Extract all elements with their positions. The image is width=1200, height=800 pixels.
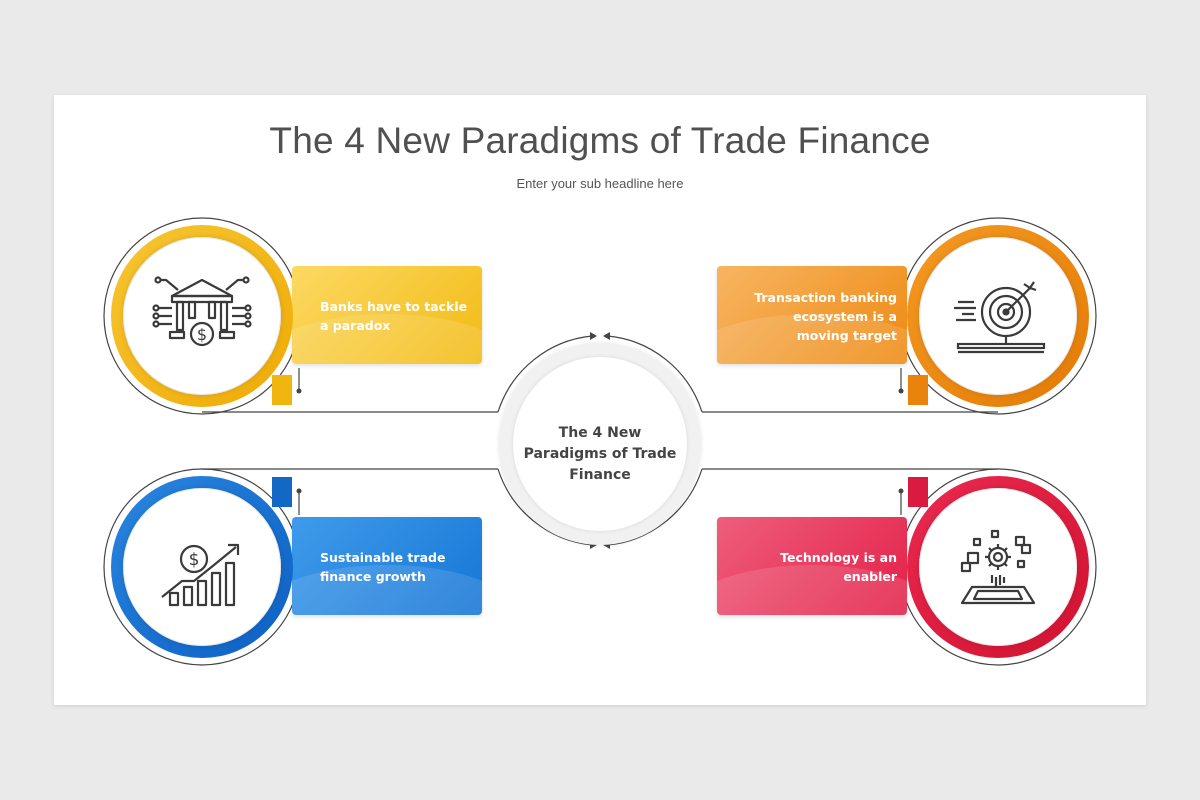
gear-technology-icon [960, 529, 1036, 605]
arc-top-right [607, 335, 703, 413]
paradigm-card-4: Technology is an enabler [717, 517, 907, 615]
paradigm-card-3: Sustainable trade finance growth [292, 517, 482, 615]
paradigm-text-4: Technology is an enabler [780, 550, 897, 584]
circle-inner-3: $ [123, 488, 281, 646]
paradigm-card-2: Transaction banking ecosystem is a movin… [717, 266, 907, 364]
page-title: The 4 New Paradigms of Trade Finance [269, 120, 931, 161]
center-hub: The 4 New Paradigms of Trade Finance [499, 343, 701, 545]
dot-1 [296, 388, 302, 394]
paradigm-circle-1: $ [111, 225, 293, 407]
growth-chart-dollar-icon: $ [161, 543, 240, 607]
svg-text:$: $ [197, 325, 207, 344]
bank-dollar-network-icon: $ [152, 276, 252, 347]
dot-4 [898, 488, 904, 494]
paradigm-circle-3: $ [111, 476, 293, 658]
corner-accent-2 [908, 375, 928, 405]
center-hub-inner: The 4 New Paradigms of Trade Finance [513, 357, 687, 531]
paradigm-text-2: Transaction banking ecosystem is a movin… [754, 290, 897, 343]
dot-3 [296, 488, 302, 494]
corner-accent-1 [272, 375, 292, 405]
paradigm-text-1: Banks have to tackle a paradox [320, 299, 468, 333]
paradigm-circle-4 [907, 476, 1089, 658]
svg-text:$: $ [189, 550, 200, 570]
circle-inner-2 [919, 237, 1077, 395]
paradigm-card-1: Banks have to tackle a paradox [292, 266, 482, 364]
page-subtitle: Enter your sub headline here [516, 176, 684, 191]
corner-accent-3 [272, 477, 292, 507]
corner-accent-4 [908, 477, 928, 507]
arrowhead-1 [590, 332, 597, 340]
dot-2 [898, 388, 904, 394]
center-hub-text: The 4 New Paradigms of Trade Finance [523, 425, 677, 483]
circle-inner-1: $ [123, 237, 281, 395]
circle-inner-4 [919, 488, 1077, 646]
arrowhead-2 [603, 332, 610, 340]
paradigm-circle-2 [907, 225, 1089, 407]
target-arrow-icon [954, 281, 1046, 354]
arc-bottom-right [607, 468, 703, 546]
arc-top-left [497, 335, 593, 413]
paradigm-text-3: Sustainable trade finance growth [320, 550, 446, 584]
